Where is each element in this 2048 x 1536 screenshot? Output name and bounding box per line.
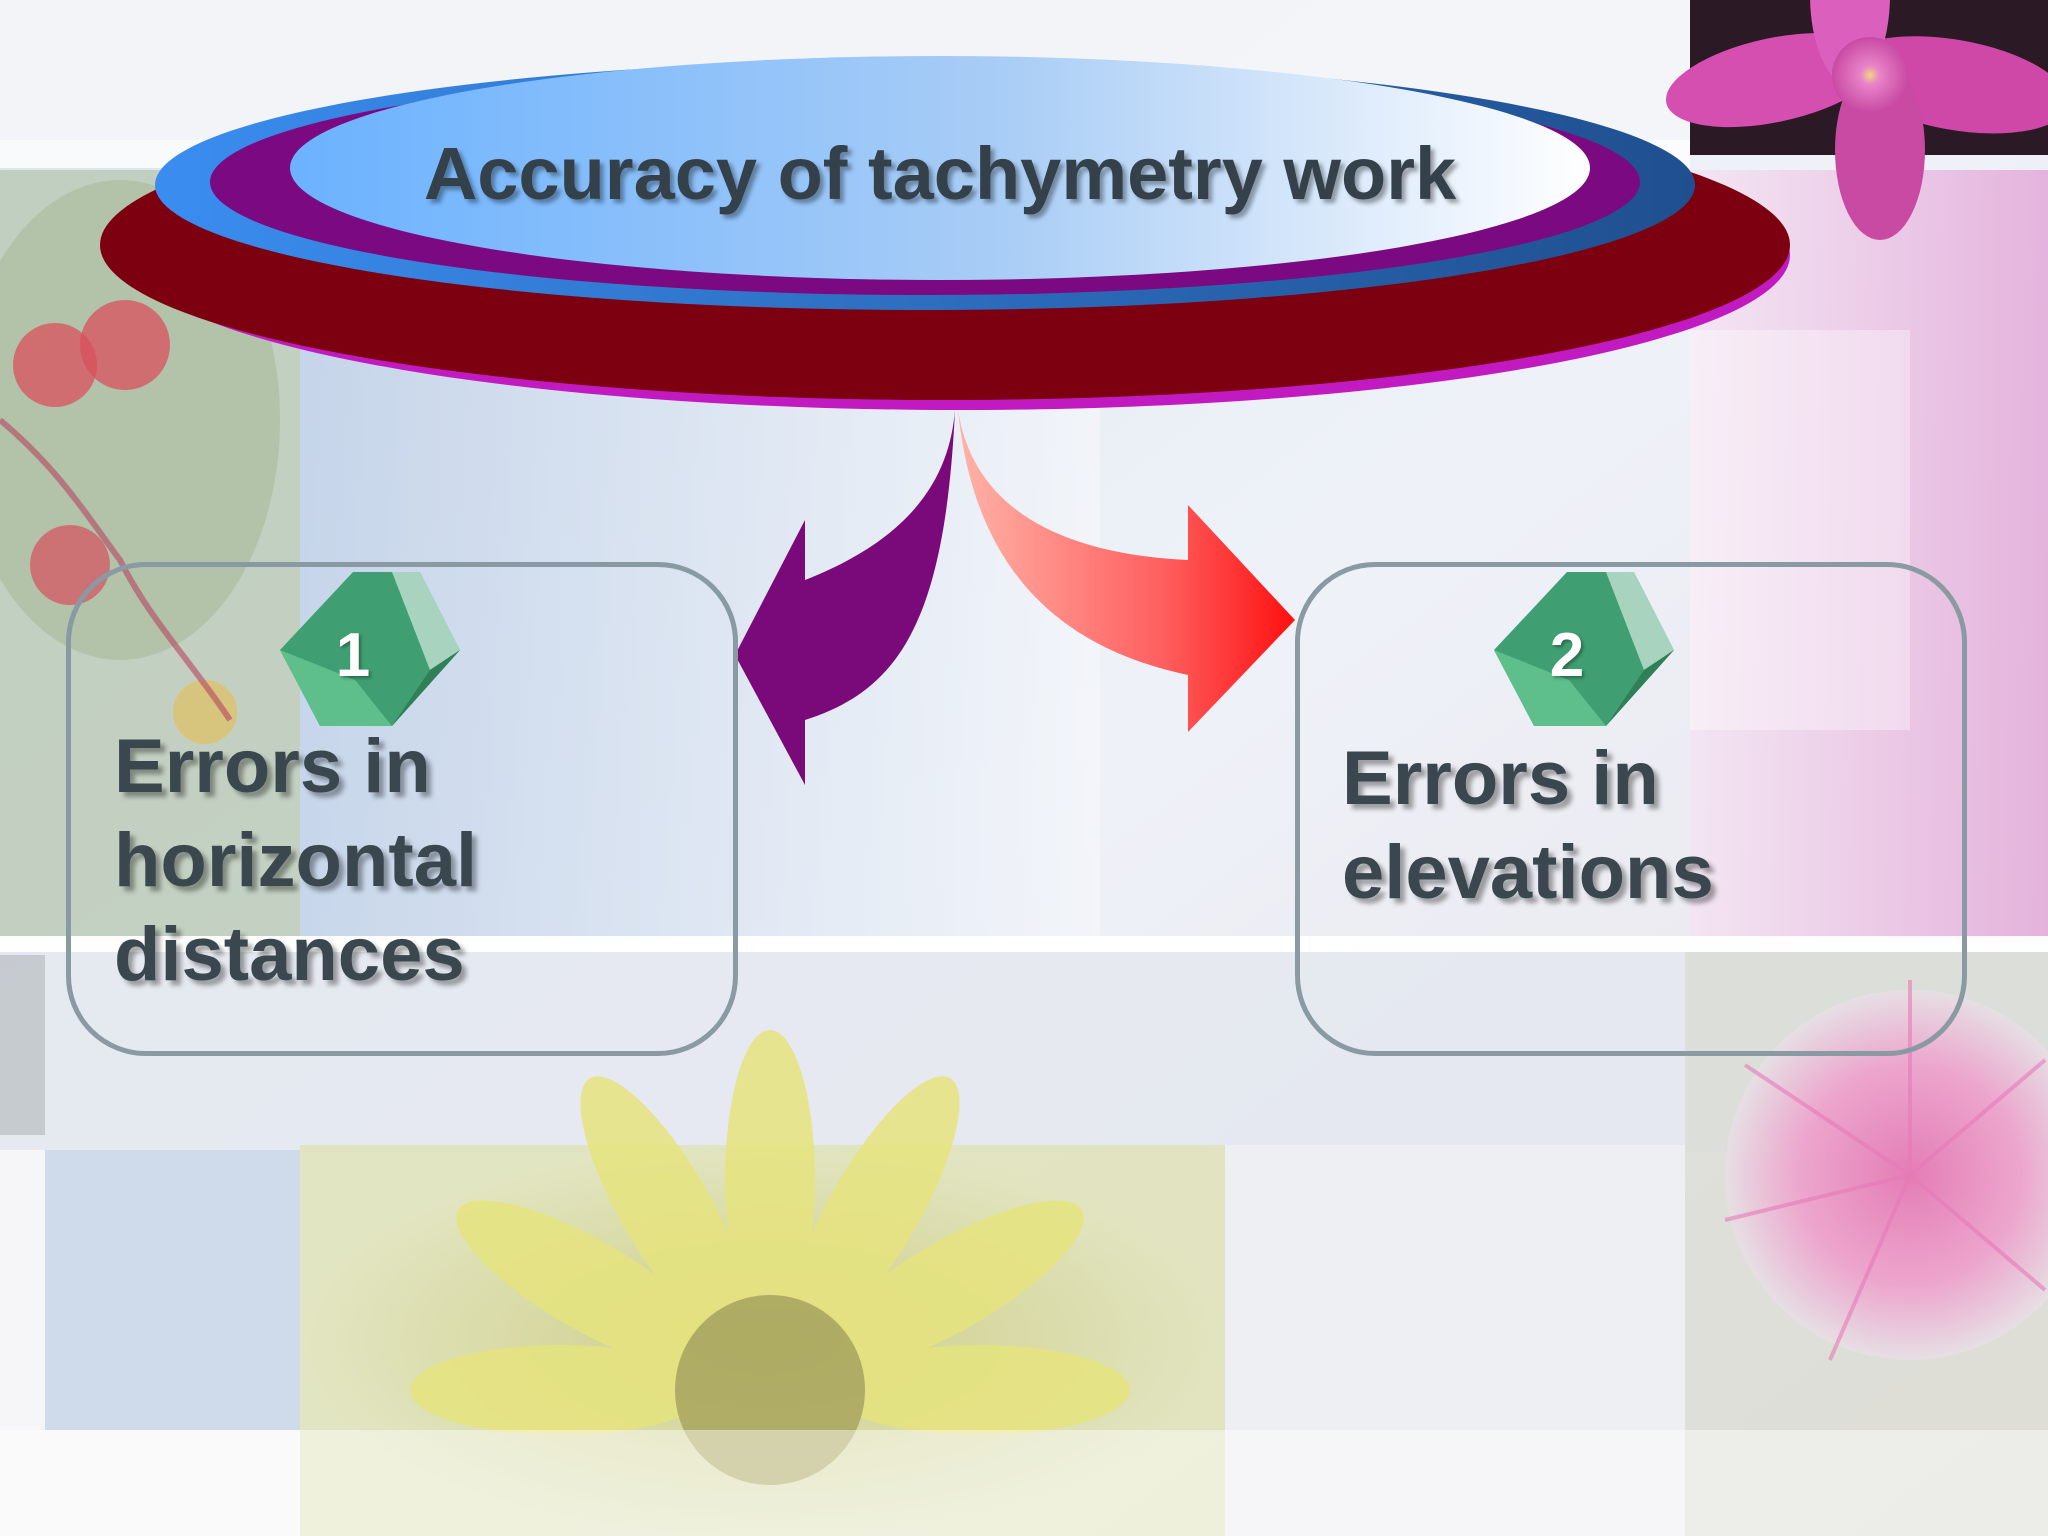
slide-title: Accuracy of tachymetry work (423, 131, 1457, 215)
category-label-1: Errors in horizontal distances (114, 724, 478, 997)
arrow-left-icon (735, 410, 955, 785)
badge-2-icon (1494, 572, 1674, 726)
ellipse-layer-inner (290, 56, 1590, 280)
arrow-right-icon (958, 410, 1295, 732)
category-box-2 (1295, 562, 1967, 1056)
badge-1-icon (280, 572, 460, 726)
category-label-2: Errors in elevations (1342, 736, 1714, 915)
category-box-1 (66, 562, 738, 1056)
badge-1-number: 1 (335, 620, 371, 690)
badge-2-number: 2 (1549, 620, 1585, 690)
